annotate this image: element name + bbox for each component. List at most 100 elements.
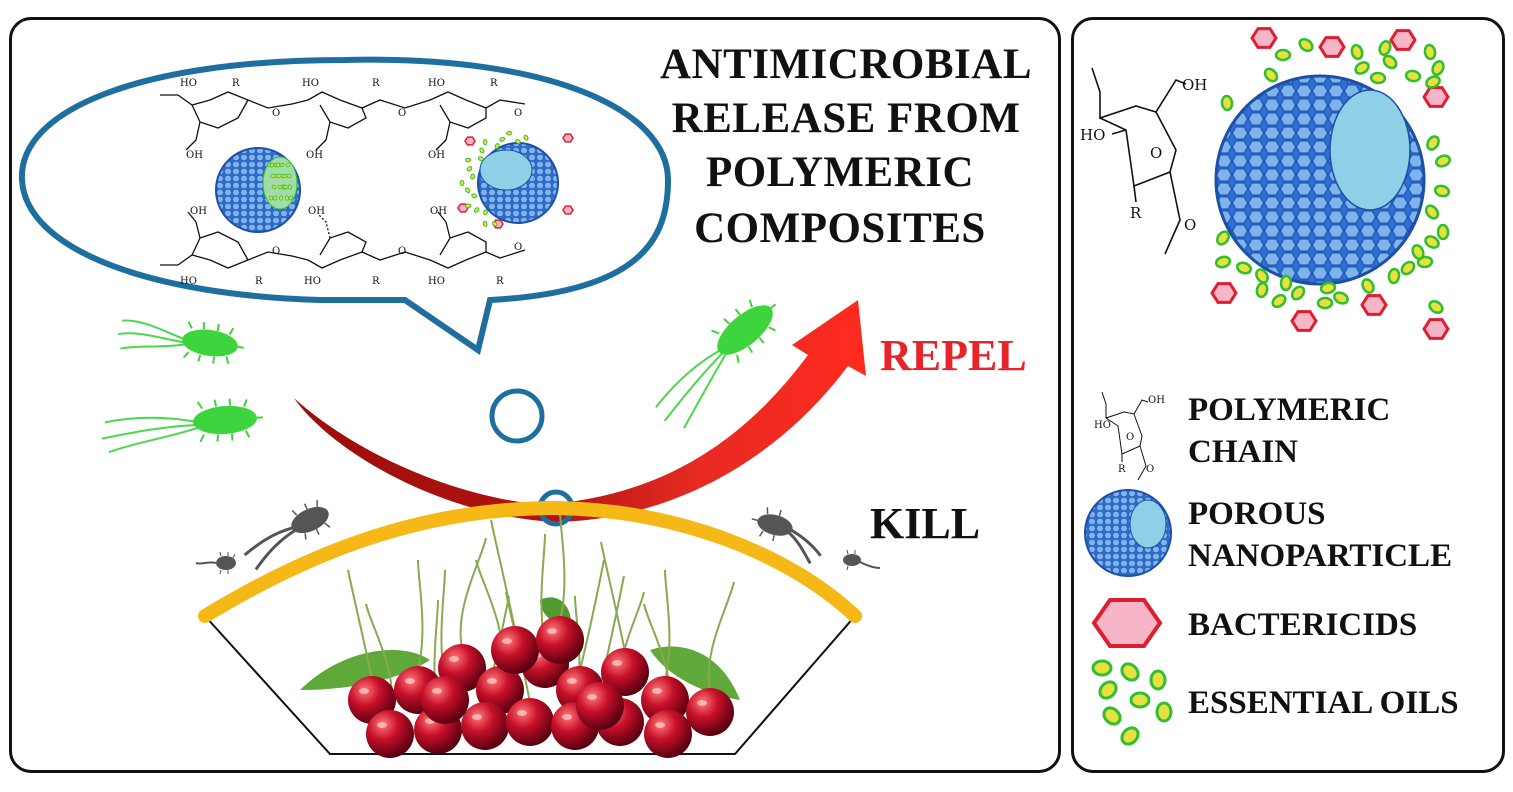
cherry	[601, 648, 649, 696]
essential-oil-droplet	[268, 195, 274, 201]
label-r: R	[255, 276, 263, 287]
essential-oil-droplet	[1149, 669, 1167, 691]
bacterium-dead-4	[843, 549, 881, 571]
cherry-highlight	[612, 660, 622, 666]
essential-oil-droplet	[1361, 278, 1375, 294]
legend-label-essential-oils: ESSENTIAL OILS	[1188, 685, 1459, 721]
cherry	[686, 688, 734, 736]
label-o: O	[272, 108, 280, 119]
cherry	[536, 616, 584, 664]
essential-oil-droplet	[1271, 293, 1287, 309]
essential-oil-droplet	[1319, 281, 1337, 295]
label-ho: HO	[302, 78, 319, 89]
zoom-circle-large	[489, 388, 545, 444]
essential-oil-droplet	[470, 173, 476, 180]
cherry-highlight	[655, 722, 665, 728]
title-line-1: ANTIMICROBIAL	[660, 41, 1032, 88]
cherry-stem	[490, 519, 516, 631]
essential-oil-droplet	[1298, 37, 1314, 53]
bacterium-dead-1	[243, 500, 331, 571]
essential-oil-droplet	[492, 221, 498, 227]
essential-oil-droplet	[1120, 726, 1140, 746]
essential-oil-droplet	[477, 156, 484, 162]
essential-oil-droplet	[1220, 94, 1234, 112]
essential-oil-droplet	[482, 139, 488, 146]
legend-label-nanoparticle: NANOPARTICLE	[1188, 538, 1452, 574]
essential-oil-droplet	[1387, 267, 1401, 285]
essential-oil-droplet	[482, 220, 488, 227]
label-ho: HO	[180, 276, 197, 287]
essential-oil-droplet	[277, 184, 283, 190]
essential-oil-droplet	[276, 162, 280, 168]
label-oh: OH	[428, 150, 445, 161]
repel-label: REPEL	[880, 331, 1027, 380]
packaging-film	[198, 500, 862, 623]
essential-oil-droplet-icon	[1091, 659, 1173, 746]
released-agents-large	[1210, 27, 1452, 340]
label-r: R	[1130, 204, 1142, 222]
essential-oil-droplet	[283, 185, 289, 189]
cherry	[576, 682, 624, 730]
essential-oil-droplet	[1431, 60, 1445, 76]
essential-oil-droplet	[270, 174, 276, 178]
label-o: O	[514, 108, 522, 119]
bactericide-hexagon	[1290, 310, 1318, 332]
cherry-stem	[579, 559, 605, 671]
essential-oil-droplet	[269, 162, 275, 168]
essential-oil-droplet	[1290, 285, 1306, 301]
label-r: R	[1118, 464, 1126, 475]
essential-oil-droplet	[1436, 223, 1450, 241]
polymer-unit-large	[1091, 67, 1187, 255]
essential-oil-droplet	[288, 195, 294, 201]
bacterium-dead-3	[751, 507, 822, 565]
label-o: O	[398, 246, 406, 257]
cherry-highlight	[377, 722, 387, 728]
cherry-highlight	[517, 710, 527, 716]
essential-oil-droplet	[466, 166, 473, 172]
cherry-highlight	[502, 638, 512, 644]
speech-bubble	[18, 56, 672, 355]
label-ho: HO	[304, 276, 321, 287]
label-ho: HO	[428, 78, 445, 89]
bacterium-green-2	[101, 398, 263, 454]
cherry-bowl	[204, 509, 856, 758]
essential-oil-droplet	[465, 157, 472, 163]
label-ho: HO	[1094, 420, 1111, 431]
essential-oil-droplet	[465, 203, 472, 209]
essential-oil-droplet	[273, 195, 277, 201]
cherry-highlight	[587, 694, 597, 700]
bactericide-hexagon	[562, 205, 574, 215]
title-line-3: POLYMERIC	[706, 149, 974, 196]
essential-oil-droplet	[1426, 135, 1440, 151]
label-ho: HO	[180, 78, 197, 89]
cherry-stem	[347, 569, 373, 681]
label-r: R	[372, 276, 380, 287]
essential-oil-droplet	[285, 195, 289, 201]
essential-oil-droplet	[1428, 300, 1444, 314]
title-line-2: RELEASE FROM	[672, 95, 1021, 142]
essential-oil-droplet	[1369, 71, 1387, 85]
essential-oil-droplet	[1354, 61, 1370, 75]
essential-oil-droplet	[279, 162, 285, 168]
label-r: R	[372, 78, 380, 89]
label-oh: OH	[430, 206, 447, 217]
label-o: O	[1146, 464, 1154, 475]
essential-oil-droplet	[1091, 659, 1113, 677]
cherry-highlight	[359, 688, 369, 694]
label-o: O	[1126, 432, 1134, 443]
cherry	[461, 702, 509, 750]
essential-oil-droplet	[1424, 204, 1440, 220]
essential-oil-droplet	[459, 179, 465, 187]
essential-oil-droplet	[1400, 260, 1416, 276]
bactericide-hexagon	[1360, 294, 1388, 316]
cherry	[421, 676, 469, 724]
essential-oil-droplet	[1350, 43, 1364, 61]
cherry-leaf	[300, 650, 430, 690]
label-o: O	[398, 108, 406, 119]
label-o: O	[1184, 216, 1196, 234]
cherry-stem	[600, 541, 626, 653]
label-o: O	[1150, 144, 1162, 162]
bactericide-hexagon	[1422, 318, 1450, 340]
essential-oil-droplet	[1411, 244, 1425, 260]
